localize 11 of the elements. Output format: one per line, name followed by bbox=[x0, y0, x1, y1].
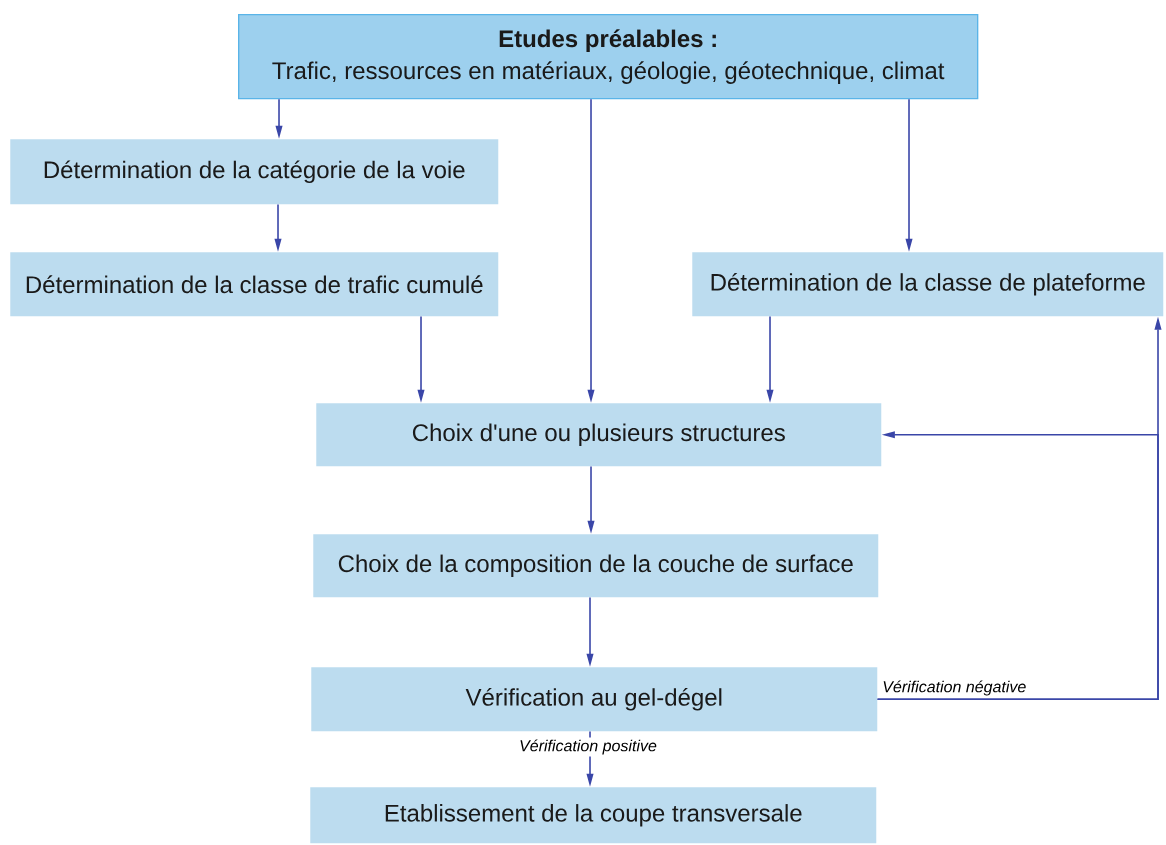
process-box: Choix d'une ou plusieurs structures bbox=[316, 403, 882, 467]
process-box: Détermination de la classe de trafic cumulé bbox=[10, 252, 499, 317]
edge-label: Vérification positive bbox=[517, 737, 659, 757]
process-box: Détermination de la catégorie de la voie bbox=[10, 139, 499, 205]
process-box: Vérification au gel-dégel bbox=[311, 667, 878, 732]
header-box: Etudes préalables : Trafic, ressources en matériaux, géologie, géotechnique, climat bbox=[238, 14, 979, 100]
process-box: Détermination de la classe de plateforme bbox=[692, 252, 1164, 317]
arrow bbox=[876, 431, 1159, 701]
process-box: Choix de la composition de la couche de surface bbox=[313, 534, 879, 598]
process-box: Etablissement de la coupe transversale bbox=[310, 787, 877, 844]
edge-label: Vérification négative bbox=[880, 678, 1029, 698]
